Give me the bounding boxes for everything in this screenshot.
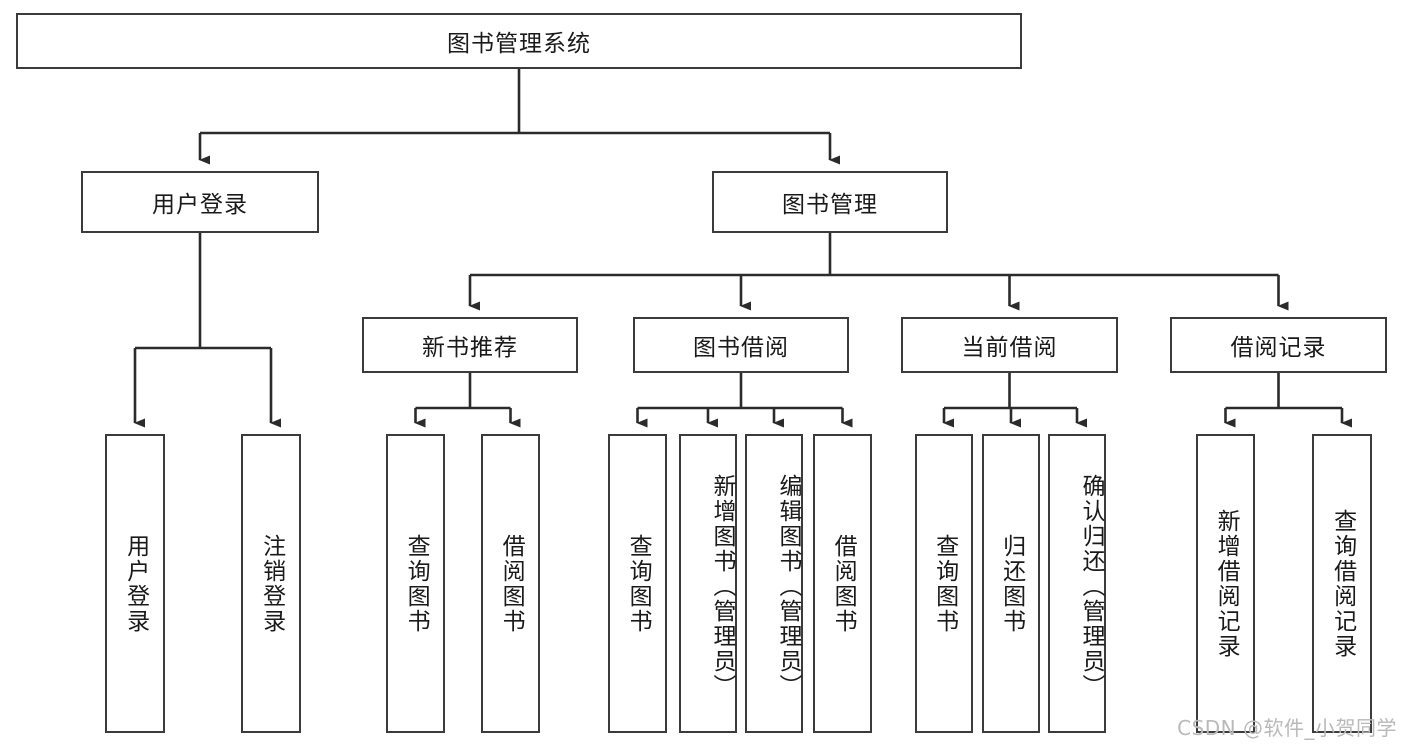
node-label: 查询图书 (403, 533, 430, 634)
node-leaf-add-book[interactable]: 新增图书（管理员） (679, 434, 737, 733)
node-label: 借阅图书 (830, 533, 857, 634)
node-label: 编辑图书（管理员） (775, 474, 801, 699)
node-leaf-borrow-book-1[interactable]: 借阅图书 (481, 434, 540, 733)
node-label: 图书管理 (782, 192, 878, 218)
node-root[interactable]: 图书管理系统 (16, 13, 1022, 69)
node-new-book-recommend[interactable]: 新书推荐 (362, 317, 578, 373)
node-label: 当前借阅 (961, 335, 1058, 361)
node-label: 确认归还（管理员） (1078, 474, 1104, 699)
node-label: 注销登录 (258, 533, 285, 634)
node-label: 新书推荐 (422, 335, 518, 361)
connector-lines (133, 69, 1352, 428)
node-book-borrow[interactable]: 图书借阅 (633, 317, 849, 373)
node-leaf-add-record[interactable]: 新增借阅记录 (1196, 434, 1255, 733)
node-borrow-record[interactable]: 借阅记录 (1170, 317, 1387, 373)
node-leaf-edit-book[interactable]: 编辑图书（管理员） (745, 434, 803, 733)
node-label: 查询图书 (625, 533, 652, 634)
node-label: 查询借阅记录 (1329, 508, 1356, 659)
node-label: 图书借阅 (693, 335, 789, 361)
watermark-label: CSDN @软件_小贺同学 (1177, 716, 1397, 740)
node-current-borrow[interactable]: 当前借阅 (901, 317, 1118, 373)
node-label: 用户登录 (122, 533, 149, 634)
node-leaf-borrow-book-2[interactable]: 借阅图书 (813, 434, 872, 733)
node-book-manage[interactable]: 图书管理 (712, 171, 948, 233)
node-label: 新增借阅记录 (1213, 508, 1240, 659)
node-label: 查询图书 (931, 533, 958, 634)
node-label: 归还图书 (998, 533, 1025, 634)
node-label: 新增图书（管理员） (709, 474, 735, 699)
node-leaf-confirm-return[interactable]: 确认归还（管理员） (1048, 434, 1106, 733)
node-label: 借阅图书 (498, 533, 525, 634)
node-leaf-query-book-1[interactable]: 查询图书 (386, 434, 445, 733)
node-leaf-query-record[interactable]: 查询借阅记录 (1312, 434, 1372, 733)
node-leaf-query-book-3[interactable]: 查询图书 (915, 434, 973, 733)
node-label: 图书管理系统 (447, 31, 591, 57)
node-leaf-query-book-2[interactable]: 查询图书 (608, 434, 667, 733)
node-leaf-return-book[interactable]: 归还图书 (982, 434, 1040, 733)
node-leaf-logout[interactable]: 注销登录 (241, 434, 301, 733)
node-user-login[interactable]: 用户登录 (81, 171, 319, 233)
node-leaf-user-login[interactable]: 用户登录 (105, 434, 165, 733)
node-label: 用户登录 (152, 192, 248, 218)
node-label: 借阅记录 (1230, 335, 1327, 361)
